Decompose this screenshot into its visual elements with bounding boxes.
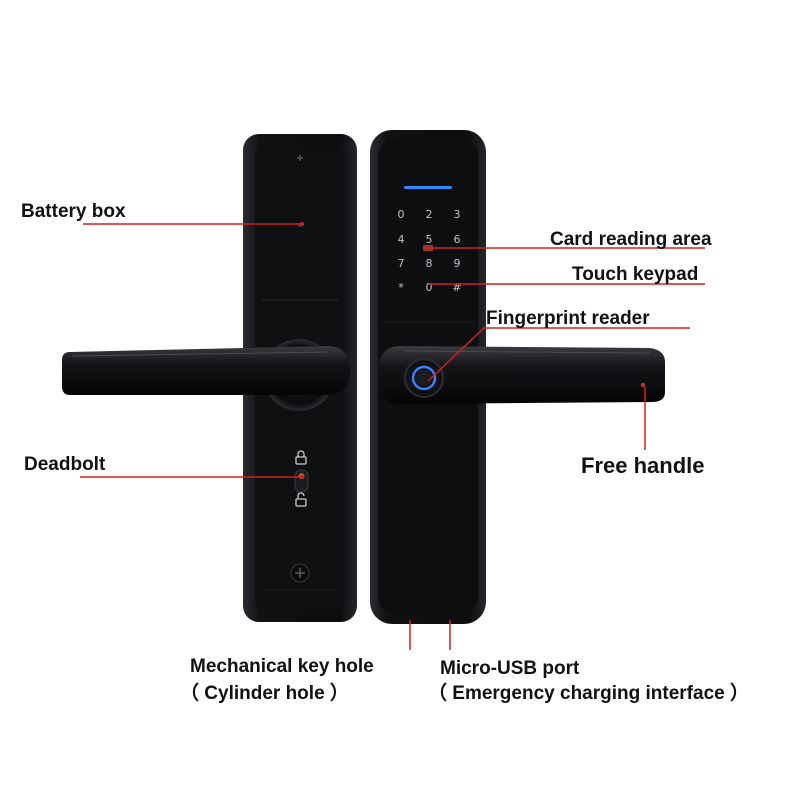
micro-usb-port-label: Micro-USB port [440,658,580,679]
handle-marker-dot [640,382,646,388]
bottom-screw-icon [290,563,310,583]
emergency-charging-label: （ Emergency charging interface ） [428,683,749,704]
cylinder-hole-label: （ Cylinder hole ） [180,683,349,704]
key: 6 [454,233,461,246]
deadbolt-leader-dot [300,475,304,479]
unlock-icon [295,492,307,507]
mechanical-key-hole-label: Mechanical key hole [190,656,374,677]
top-screw-icon [297,155,303,161]
lock-icon [295,450,307,465]
deadbolt-label: Deadbolt [24,454,106,475]
touch-keypad-label: Touch keypad [572,264,699,285]
touch-keypad-keys: 0 2 3 4 5 6 7 8 9 * 0 # [398,208,462,294]
battery-box-leader-dot [300,222,304,226]
fingerprint-reader-label: Fingerprint reader [486,308,650,329]
inner-handle [62,346,350,395]
card-reader-marker [423,245,433,251]
status-indicator-light [404,186,452,189]
key: 8 [426,257,433,270]
key: 9 [454,257,461,270]
key: 2 [426,208,433,221]
key: 3 [454,208,461,221]
leader-lines [80,223,705,650]
outer-handle [378,346,665,404]
key: 5 [426,233,433,246]
key: 7 [398,257,405,270]
card-reading-area-label: Card reading area [550,229,712,250]
key: # [452,281,461,294]
key: 0 [426,281,433,294]
fingerprint-icon [404,358,444,398]
key: 0 [398,208,405,221]
fingerprint-leader [427,327,690,382]
key: 4 [398,233,405,246]
battery-box-label: Battery box [21,201,126,222]
key: * [398,281,404,294]
free-handle-label: Free handle [581,453,705,478]
